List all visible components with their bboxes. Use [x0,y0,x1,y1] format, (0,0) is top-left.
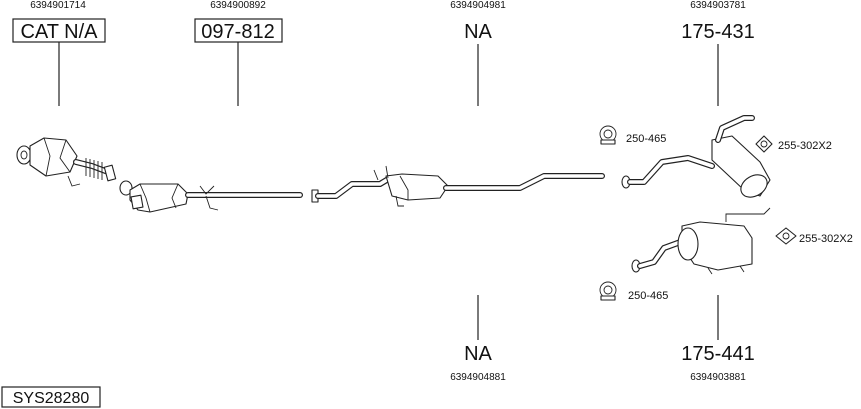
part-label: CAT N/A [20,21,98,43]
accessory-hanger-lower: 255-302X2 [775,227,853,245]
part-label: NA [464,343,492,365]
part-callout-rear-upper: 6394903781 175-431 [681,0,755,106]
part-oem-number: 6394900892 [210,0,266,11]
system-code-label: SYS28280 [13,390,90,407]
accessory-ref: 255-302X2 [799,233,853,245]
system-code: SYS28280 [1,386,101,408]
part-label: 175-431 [681,21,754,43]
part-oem-number: 6394904981 [450,0,506,11]
system-code-box [1,386,101,408]
rubber-hanger-icon [755,135,773,153]
part-label: NA [464,21,492,43]
accessory-ref: 250-465 [626,133,666,145]
accessory-ref: 250-465 [628,290,668,302]
accessory-ref: 255-302X2 [778,140,832,152]
accessory-clamp-lower: 250-465 [599,281,668,302]
particulate-filter-drawing [119,180,303,213]
part-oem-number: 6394903781 [690,0,746,11]
part-label: 097-812 [201,21,274,43]
part-oem-number: 6394904881 [450,372,506,383]
rubber-hanger-icon [775,227,797,245]
part-callout-rear-lower: 175-441 6394903881 [681,295,755,383]
part-callout-dpf: 6394900892 097-812 [194,0,283,106]
rear-silencer-upper-drawing [621,115,771,198]
part-oem-number: 6394901714 [30,0,86,11]
part-callout-cat: 6394901714 CAT N/A [12,0,106,106]
part-callout-center-pipe: 6394904981 NA [450,0,506,106]
accessory-clamp-upper: 250-465 [599,125,666,145]
accessory-hanger-upper: 255-302X2 [755,135,832,153]
clamp-ring-icon [599,281,617,301]
part-oem-number: 6394903881 [690,372,746,383]
center-pipe-drawing [311,165,605,207]
catalytic-converter-drawing [16,137,117,187]
part-callout-center-pipe-lower: NA 6394904881 [450,295,506,383]
rear-silencer-lower-drawing [631,207,771,275]
part-label: 175-441 [681,343,754,365]
clamp-ring-icon [599,125,617,145]
